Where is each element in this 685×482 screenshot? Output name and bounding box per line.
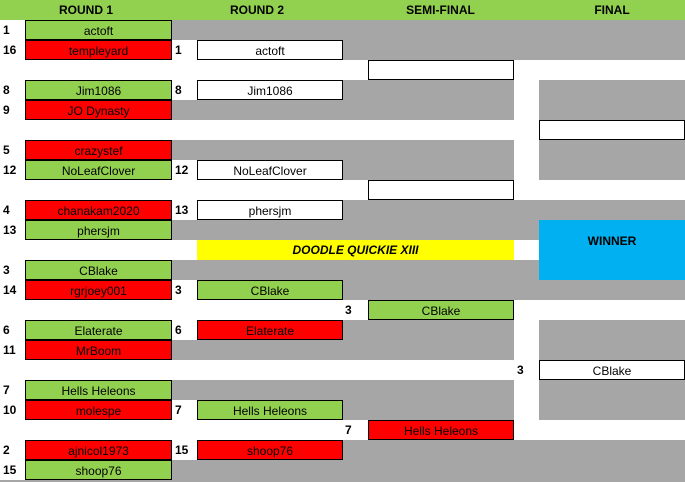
seed-number: 13 [0, 220, 25, 240]
semi-final-empty-slot [368, 180, 514, 200]
seed-number: 8 [0, 80, 25, 100]
player-name-cell: shoop76 [25, 460, 172, 480]
seed-number: 15 [172, 440, 197, 460]
seed-number: 7 [172, 400, 197, 420]
player-name-cell: actoft [25, 20, 172, 40]
player-name-cell: shoop76 [197, 440, 343, 460]
header-final: FINAL [539, 0, 685, 20]
seed-number: 4 [0, 200, 25, 220]
player-name-cell: CBlake [539, 360, 685, 380]
seed-number: 8 [172, 80, 197, 100]
seed-number: 3 [342, 300, 368, 320]
player-name-cell: crazystef [25, 140, 172, 160]
player-name-cell: rgrjoey001 [25, 280, 172, 300]
semi-final-empty-slot [368, 60, 514, 80]
player-name-cell: CBlake [197, 280, 343, 300]
winner-box: WINNER [539, 220, 685, 280]
seed-number: 5 [0, 140, 25, 160]
player-name-cell: CBlake [368, 300, 514, 320]
seed-number: 6 [0, 320, 25, 340]
player-name-cell: ajnicol1973 [25, 440, 172, 460]
seed-number: 9 [0, 100, 25, 120]
player-name-cell: molespe [25, 400, 172, 420]
player-name-cell: actoft [197, 40, 343, 60]
player-name-cell: Jim1086 [197, 80, 343, 100]
player-name-cell: NoLeafClover [25, 160, 172, 180]
tournament-title-banner: DOODLE QUICKIE XIII [197, 240, 514, 260]
player-name-cell: MrBoom [25, 340, 172, 360]
seed-number: 16 [0, 40, 25, 60]
seed-number: 3 [514, 360, 539, 380]
player-name-cell: Jim1086 [25, 80, 172, 100]
bracket-connector [342, 180, 368, 200]
seed-number: 14 [0, 280, 25, 300]
seed-number: 2 [0, 440, 25, 460]
player-name-cell: JO Dynasty [25, 100, 172, 120]
player-name-cell: Elaterate [25, 320, 172, 340]
player-name-cell: templeyard [25, 40, 172, 60]
player-name-cell: CBlake [25, 260, 172, 280]
final-empty-slot [539, 120, 685, 140]
seed-number: 1 [0, 20, 25, 40]
seed-number: 12 [0, 160, 25, 180]
header-round1: ROUND 1 [0, 0, 172, 20]
header-round2: ROUND 2 [172, 0, 342, 20]
spacer-band [0, 120, 685, 140]
seed-number: 11 [0, 340, 25, 360]
header-semi-final: SEMI-FINAL [342, 0, 539, 20]
seed-number: 6 [172, 320, 197, 340]
seed-number: 12 [172, 160, 197, 180]
player-name-cell: Hells Heleons [25, 380, 172, 400]
bracket-connector [342, 60, 368, 80]
bracket-connector [514, 80, 539, 180]
player-name-cell: Elaterate [197, 320, 343, 340]
spacer-band [0, 360, 685, 380]
seed-number: 13 [172, 200, 197, 220]
seed-number: 3 [0, 260, 25, 280]
seed-number: 10 [0, 400, 25, 420]
seed-number: 3 [172, 280, 197, 300]
seed-number: 15 [0, 460, 25, 480]
seed-number: 1 [172, 40, 197, 60]
player-name-cell: phersjm [197, 200, 343, 220]
seed-number: 7 [0, 380, 25, 400]
player-name-cell: NoLeafClover [197, 160, 343, 180]
player-name-cell: phersjm [25, 220, 172, 240]
player-name-cell: Hells Heleons [368, 420, 514, 440]
player-name-cell: Hells Heleons [197, 400, 343, 420]
seed-number: 7 [342, 420, 368, 440]
player-name-cell: chanakam2020 [25, 200, 172, 220]
